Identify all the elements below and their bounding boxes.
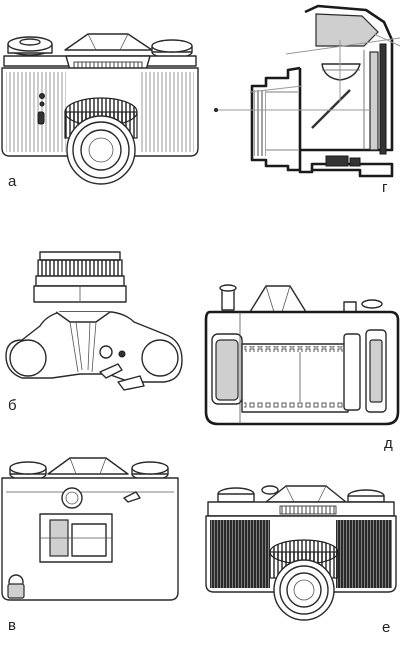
panel-e: е xyxy=(205,485,397,636)
panel-v-drawing xyxy=(1,457,179,601)
panel-d-label: д xyxy=(384,435,393,452)
panel-g-drawing xyxy=(214,4,401,178)
panel-v-label: в xyxy=(8,617,16,634)
panel-v: в xyxy=(1,457,179,634)
panel-b-drawing xyxy=(5,251,183,391)
panel-g-label: г xyxy=(382,179,388,196)
panel-d-drawing xyxy=(204,284,400,426)
panel-a: а xyxy=(1,33,199,190)
panel-g: г xyxy=(214,4,401,196)
panel-b: б xyxy=(5,251,183,414)
panel-e-drawing xyxy=(205,485,397,621)
panel-d: д xyxy=(204,284,400,452)
panel-a-drawing xyxy=(1,33,199,185)
panel-e-label: е xyxy=(382,619,390,636)
panel-a-label: а xyxy=(8,173,17,190)
panel-b-label: б xyxy=(8,397,17,414)
